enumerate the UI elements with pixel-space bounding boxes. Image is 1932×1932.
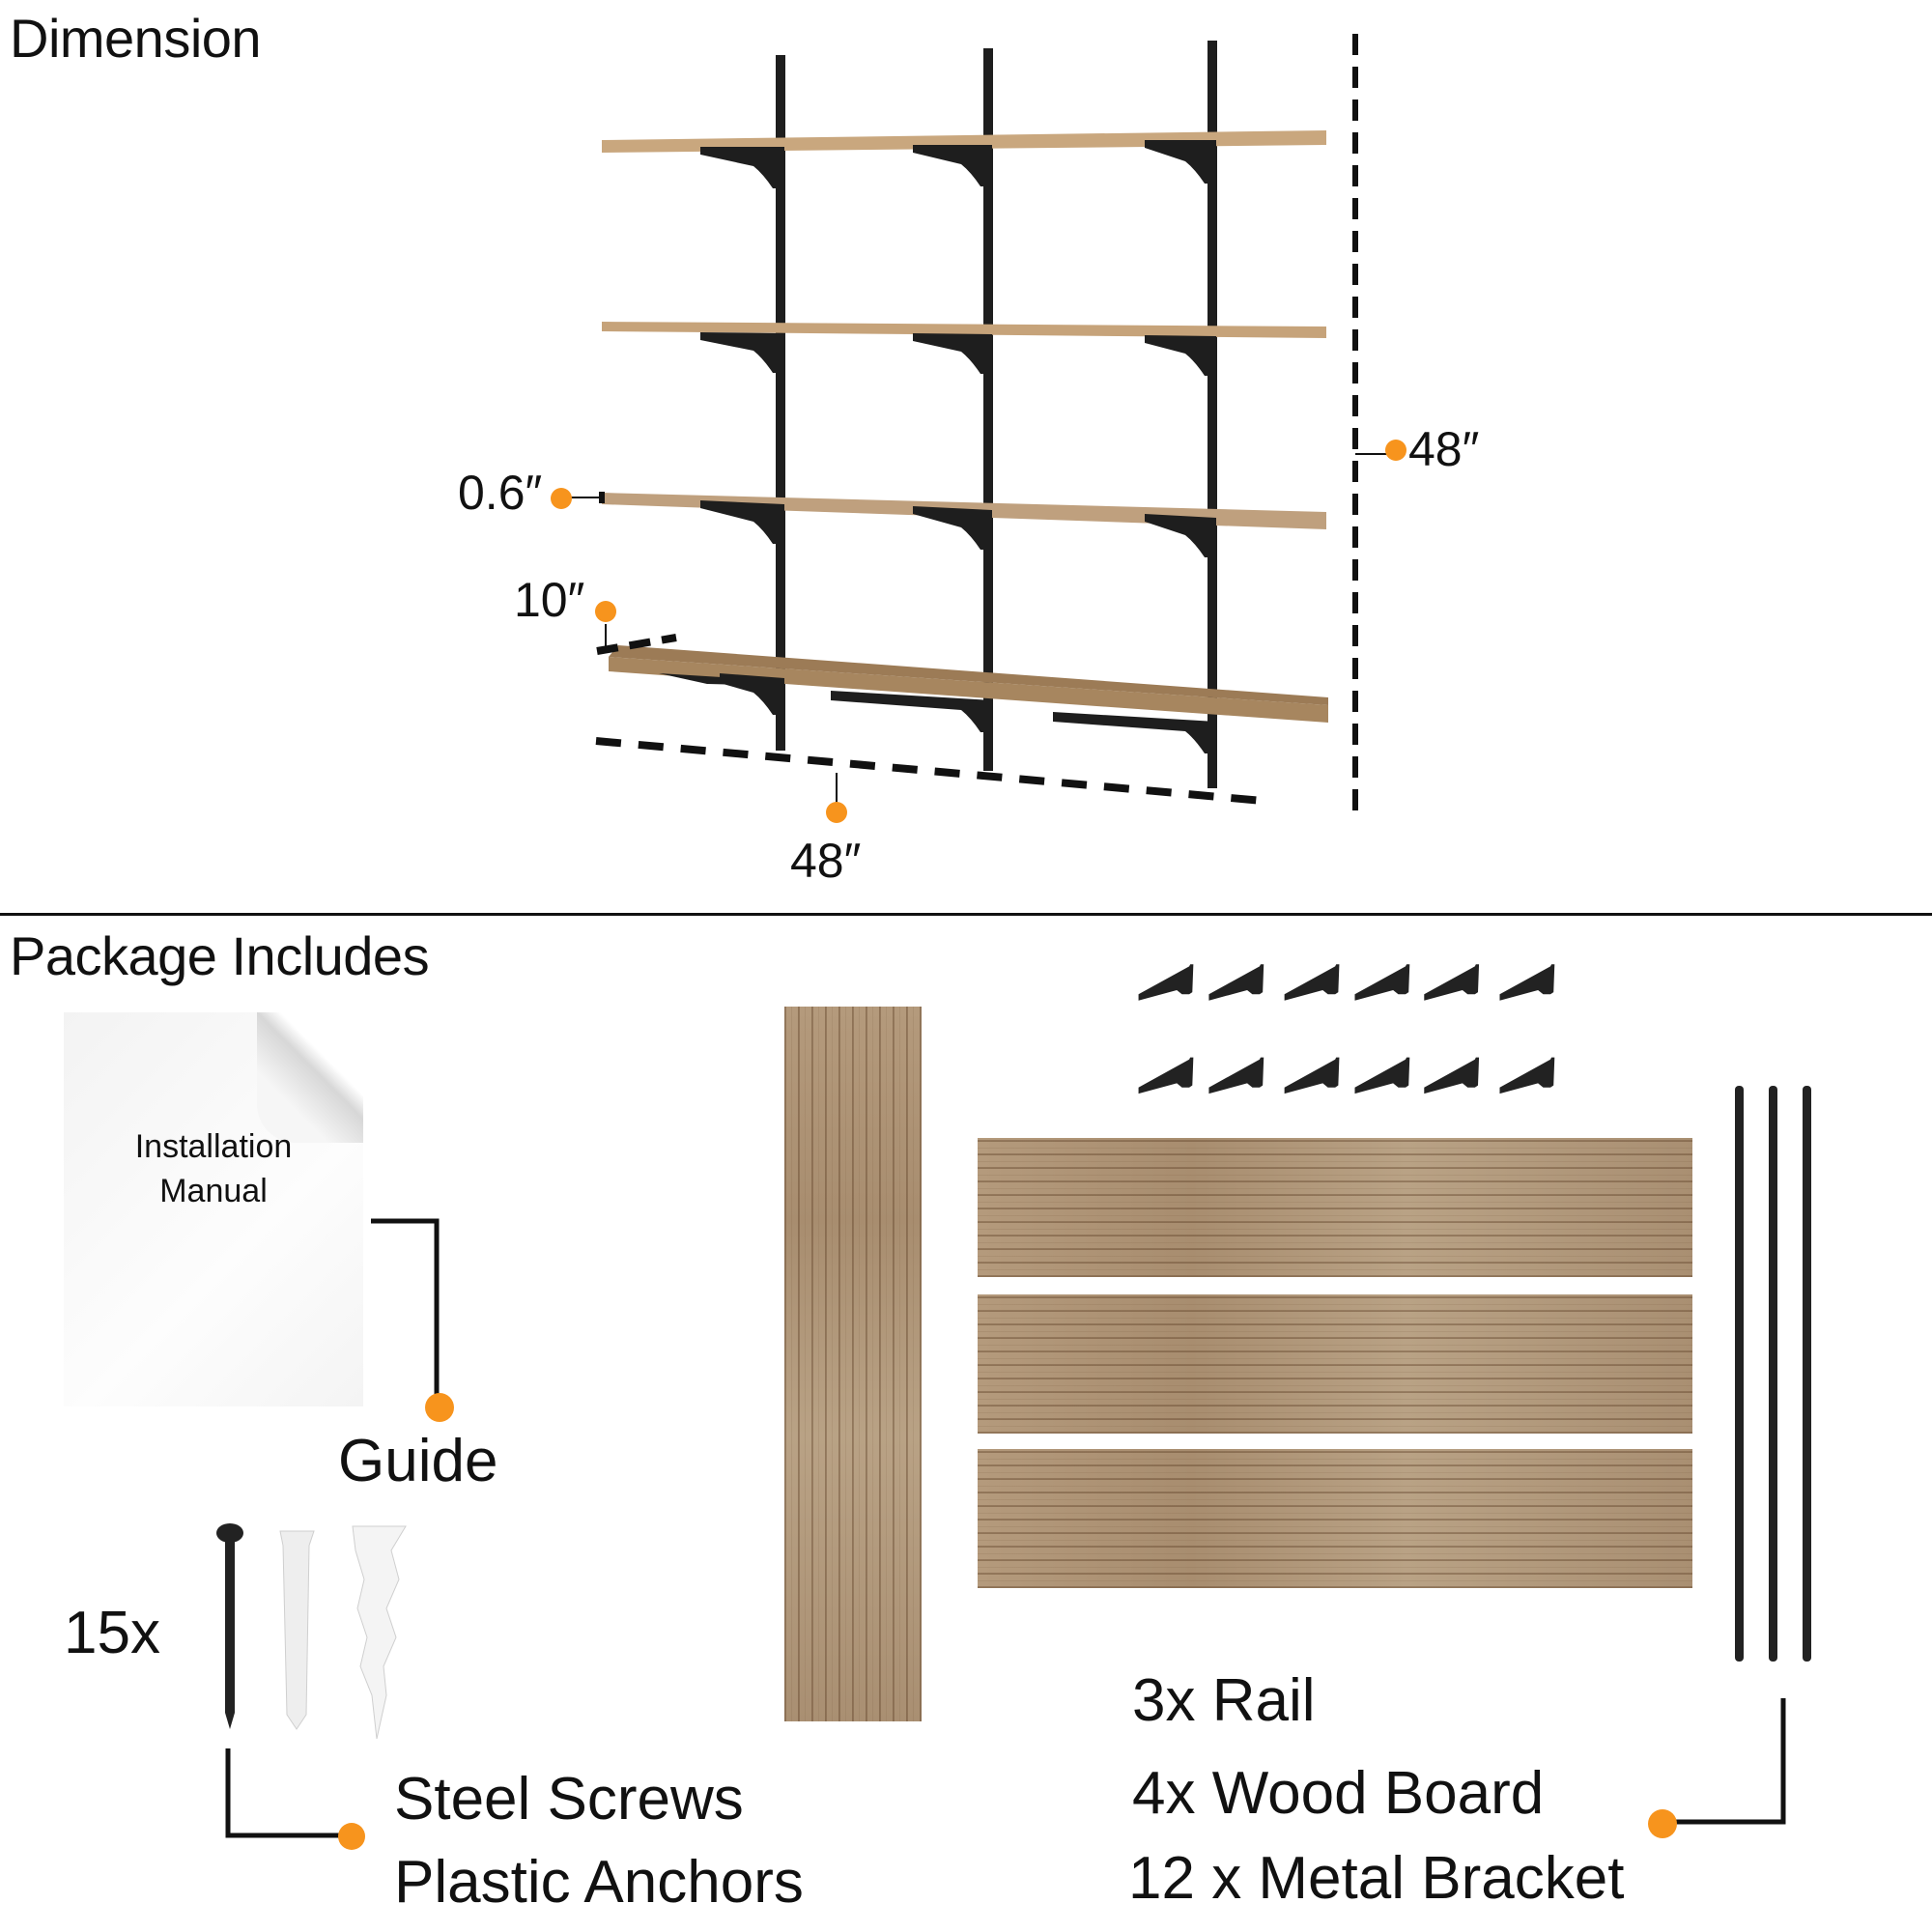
installation-manual-image: Installation Manual — [64, 1012, 363, 1406]
shelf-brackets — [659, 140, 1216, 753]
package-title: Package Includes — [10, 925, 430, 986]
bracket-row-1 — [1138, 964, 1555, 1001]
steel-screw-icon — [216, 1523, 243, 1729]
manual-title-line1: Installation — [134, 1128, 293, 1165]
wood-board-2 — [978, 1294, 1692, 1434]
callout-dot-hardware — [338, 1823, 365, 1850]
self-drilling-anchor-icon — [352, 1525, 407, 1740]
wall-rails — [776, 41, 1217, 788]
callout-dot-thickness — [551, 488, 572, 509]
dimension-shelf-thickness: 0.6″ — [458, 466, 543, 520]
wood-board-1 — [978, 1138, 1692, 1277]
manual-title-line2: Manual — [159, 1173, 268, 1209]
hardware-image — [216, 1523, 407, 1740]
callout-dot-depth — [595, 601, 616, 622]
page-curl-icon — [257, 1012, 363, 1143]
parts-label-metal-bracket: 12 x Metal Bracket — [1128, 1845, 1625, 1912]
guide-label: Guide — [338, 1428, 498, 1494]
callout-dot-guide — [425, 1393, 454, 1422]
wood-board-3 — [978, 1449, 1692, 1588]
hardware-quantity: 15x — [64, 1600, 160, 1666]
wood-board-vertical — [784, 1007, 922, 1721]
hardware-label-line2: Plastic Anchors — [394, 1849, 804, 1916]
callout-dot-height — [1385, 440, 1406, 461]
callout-dot-parts — [1648, 1809, 1677, 1838]
parts-callout-line — [1671, 1698, 1786, 1825]
section-divider — [0, 913, 1932, 916]
dimension-title: Dimension — [10, 8, 262, 69]
bracket-row-2 — [1138, 1057, 1555, 1094]
dimension-lines — [570, 34, 1391, 816]
dimension-shelf-depth: 10″ — [514, 573, 585, 627]
dimension-total-height: 48″ — [1408, 422, 1480, 476]
rail-3 — [1803, 1086, 1811, 1662]
dimension-total-width: 48″ — [790, 834, 862, 888]
rail-1 — [1735, 1086, 1744, 1662]
hardware-callout-line — [225, 1748, 345, 1838]
rail-2 — [1769, 1086, 1777, 1662]
metal-brackets-grid — [1138, 964, 1555, 1094]
callout-dot-width — [826, 802, 847, 823]
guide-callout-line — [371, 1218, 440, 1401]
parts-label-rail: 3x Rail — [1132, 1667, 1316, 1734]
parts-label-wood-board: 4x Wood Board — [1132, 1760, 1545, 1827]
hardware-label-line1: Steel Screws — [394, 1766, 744, 1833]
plastic-anchor-icon — [279, 1530, 315, 1730]
shelf-diagram — [570, 34, 1391, 816]
shelf-boards — [602, 130, 1328, 723]
